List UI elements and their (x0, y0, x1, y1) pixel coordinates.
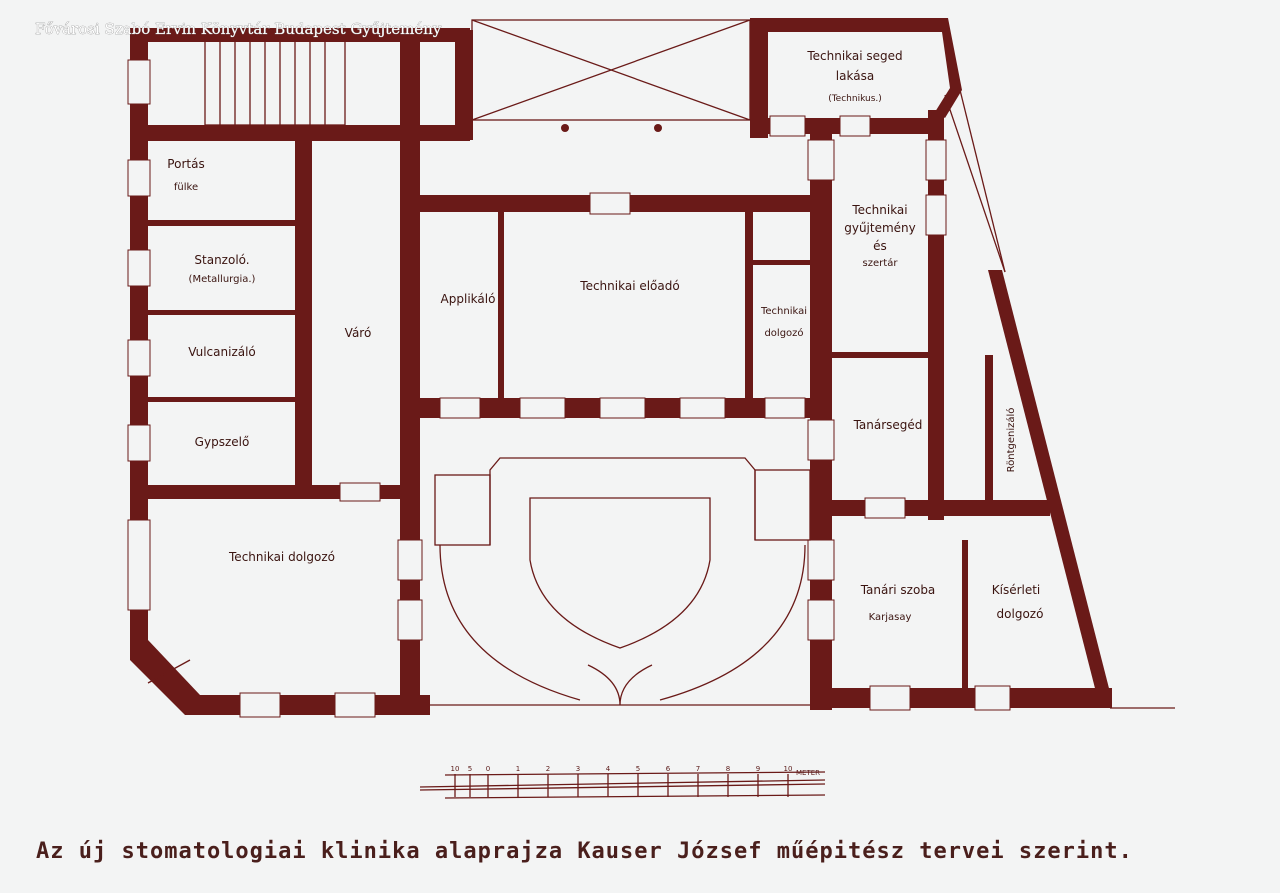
room-label: Vulcanizáló (188, 345, 256, 359)
room-label: Váró (345, 326, 372, 340)
scale-tick-label: 4 (606, 765, 611, 773)
room-label: (Technikus.) (828, 94, 882, 104)
room-label: Technikai dolgozó (228, 550, 335, 564)
room-label: dolgozó (997, 607, 1044, 621)
room-label: (Metallurgia.) (189, 274, 256, 285)
scale-tick-label: 10 (784, 765, 793, 773)
scale-tick-label: 5 (636, 765, 640, 773)
windows-doors (127, 59, 1011, 718)
room-label: dolgozó (764, 327, 803, 339)
room-label: Technikai (851, 203, 907, 217)
room-label: Technikai (760, 306, 807, 317)
room-label: Karjasay (869, 612, 912, 623)
room-label: Tanársegéd (853, 418, 923, 432)
caption: Az új stomatologiai klinika alaprajza Ka… (36, 839, 1133, 864)
scale-tick-label: 9 (756, 765, 760, 773)
scale-tick-label: 3 (576, 765, 580, 773)
room-label: Applikáló (441, 292, 496, 306)
room-label: Tanári szoba (860, 583, 936, 597)
scale-tick-label: 1 (516, 765, 520, 773)
room-label: és (873, 239, 887, 253)
room-label: Technikai előadó (579, 279, 679, 293)
walls (130, 18, 1175, 715)
room-label: szertár (863, 257, 899, 269)
room-label: lakása (836, 69, 874, 83)
watermark: Fővárosi Szabó Ervin Könyvtár Budapest G… (35, 20, 442, 38)
scale-tick-label: 8 (726, 765, 730, 773)
scale-tick-label: 2 (546, 765, 550, 773)
room-label: Technikai seged (806, 49, 902, 63)
room-label: gyűjtemény (844, 221, 916, 235)
scale-tick-label: 5 (468, 765, 472, 773)
room-label: fülke (174, 182, 198, 193)
room-label: Gypszelő (195, 435, 250, 449)
stairs-and-courtyard (147, 19, 815, 706)
scale-bar: 10 5 0 1 2 3 4 5 6 7 8 9 10 METER (419, 765, 826, 799)
scale-tick-label: 0 (486, 765, 490, 773)
room-labels: Technikai seged lakása (Technikus.) Port… (167, 49, 1043, 623)
scale-tick-label: 10 (451, 765, 460, 773)
scale-unit: METER (796, 769, 820, 777)
room-label: Stanzoló. (194, 253, 249, 267)
room-label: Röntgenizáló (1005, 408, 1017, 473)
room-label: Kísérleti (992, 583, 1041, 597)
scale-tick-label: 7 (696, 765, 700, 773)
scale-tick-label: 6 (666, 765, 671, 773)
room-label: Portás (167, 157, 204, 171)
